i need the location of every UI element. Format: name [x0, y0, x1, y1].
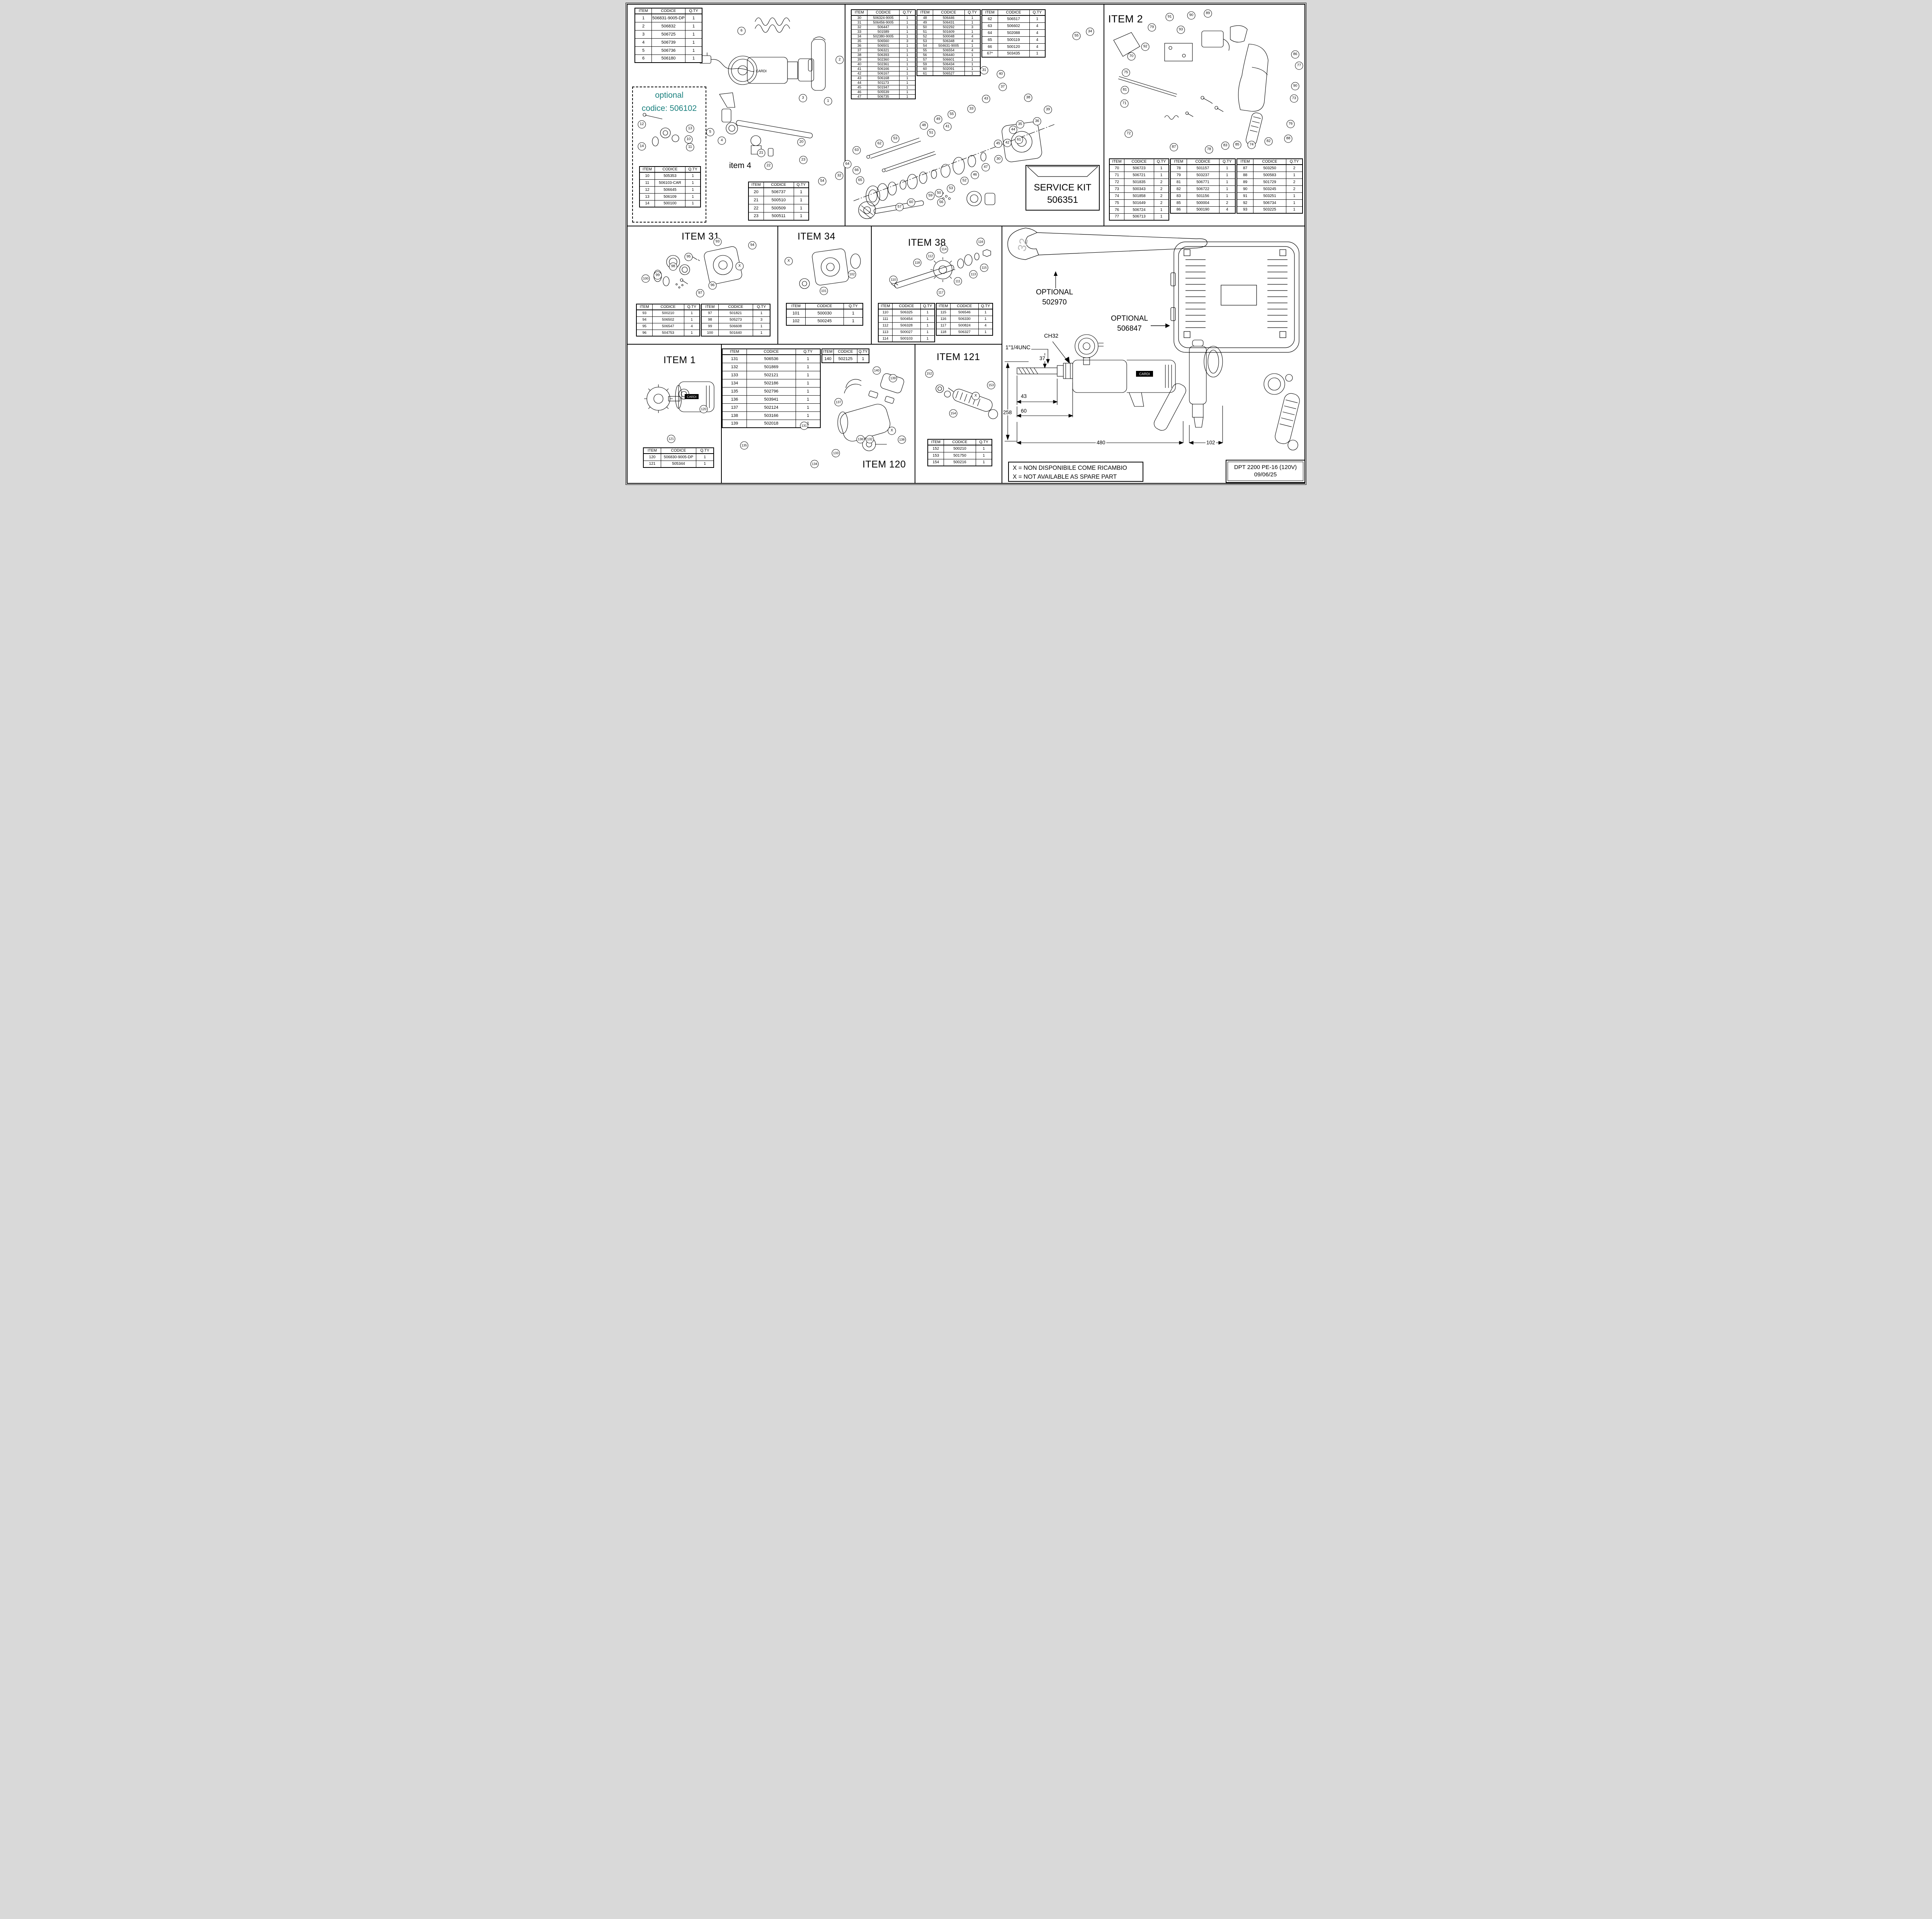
brand-label: CARDI	[756, 69, 767, 73]
callout-55: 55	[1072, 32, 1081, 40]
dimensioned-drill-drawing: CARDI	[1005, 334, 1223, 445]
divider	[871, 226, 872, 344]
divider	[777, 226, 778, 344]
item38-exploded-drawing	[891, 249, 991, 289]
item1-exploded-drawing: CARDI	[644, 381, 714, 413]
callout-40: 40	[997, 70, 1005, 78]
item121-exploded-drawing	[935, 384, 998, 419]
dim-ch32: CH32	[1043, 333, 1060, 339]
section-title-item31: ITEM 31	[682, 231, 719, 242]
section-title-item121: ITEM 121	[937, 352, 980, 362]
service-kit-code: 506351	[1047, 195, 1078, 205]
callout-91: 91	[1165, 13, 1174, 21]
section-title-item34: ITEM 34	[798, 231, 835, 242]
callout-135: 135	[740, 441, 748, 450]
divider	[628, 344, 1002, 345]
callout-134: 134	[810, 460, 819, 468]
section-title-item120: ITEM 120	[862, 459, 906, 470]
dim-thread: 1"1/4UNC	[1005, 345, 1031, 351]
envelope-flap-icon	[1027, 166, 1099, 177]
wrench-size-label: 32	[1015, 237, 1031, 253]
callout-89: 89	[1204, 9, 1212, 18]
wrench-drawing: 32	[1007, 228, 1208, 260]
arrow-to-case-icon	[1151, 323, 1170, 328]
section-title-item4: item 4	[729, 161, 752, 170]
title-block: DPT 2200 PE-16 (120V) 09/06/25	[1226, 460, 1304, 483]
note-english: X = NOT AVAILABLE AS SPARE PART	[1013, 474, 1117, 480]
note-italian: X = NON DISPONIBILE COME RICAMBIO	[1013, 465, 1127, 471]
parts-diagram-sheet: CARDI	[626, 3, 1306, 485]
carry-case-drawing	[1170, 241, 1299, 353]
service-kit-box: SERVICE KIT 506351	[1026, 165, 1100, 211]
callout-34: 34	[1086, 27, 1094, 36]
revision-date: 09/06/25	[1254, 471, 1277, 478]
side-handle-drawing	[1264, 373, 1300, 450]
brand-label: CARDI	[1139, 372, 1150, 376]
dim-37: 37	[1039, 355, 1046, 361]
dim-480: 480	[1096, 440, 1106, 445]
main-assembly-drawing: CARDI	[699, 17, 826, 156]
item34-exploded-drawing	[799, 248, 861, 289]
section-title-item2: ITEM 2	[1108, 13, 1143, 25]
spare-part-notes: X = NON DISPONIBILE COME RICAMBIO X = NO…	[1008, 462, 1143, 482]
section-title-item1: ITEM 1	[663, 355, 696, 365]
dim-60: 60	[1020, 408, 1028, 414]
optional-line1: optional	[655, 91, 684, 100]
callout-37: 37	[998, 83, 1007, 91]
divider	[721, 345, 722, 483]
optional-case-label: OPTIONAL 506847	[1111, 314, 1148, 333]
optional-wrench-label: OPTIONAL 502970	[1036, 288, 1073, 306]
model-name: DPT 2200 PE-16 (120V)	[1234, 464, 1297, 471]
optional-parts-drawing	[643, 113, 679, 146]
optional-506102-box: optional codice: 506102	[632, 87, 706, 223]
section-title-item38: ITEM 38	[908, 237, 946, 248]
dim-258: 258	[1002, 410, 1013, 415]
arrow-to-wrench-icon	[1054, 271, 1058, 288]
item2-exploded-drawing	[1113, 25, 1269, 145]
callout-90: 90	[1187, 11, 1196, 20]
brand-label: CARDI	[687, 395, 697, 399]
callout-31: 31	[980, 66, 988, 75]
dim-43: 43	[1020, 393, 1028, 399]
dim-102: 102	[1206, 440, 1216, 445]
item31-exploded-drawing	[653, 246, 742, 289]
service-kit-label: SERVICE KIT	[1034, 182, 1092, 193]
optional-line2: codice: 506102	[641, 104, 697, 113]
item120-exploded-drawing	[837, 373, 904, 451]
